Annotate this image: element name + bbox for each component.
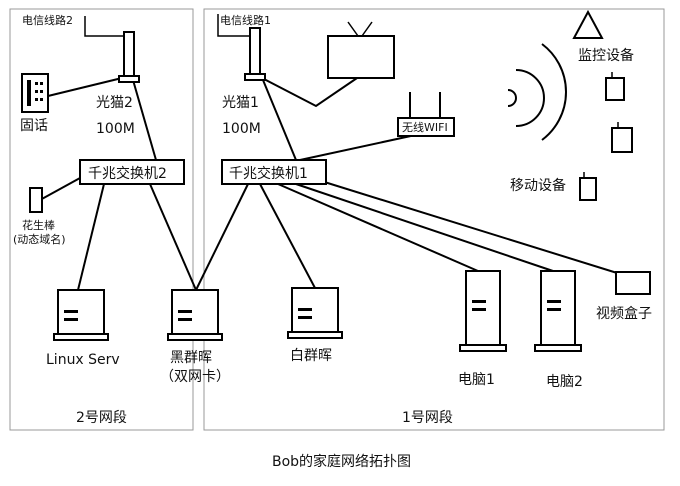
wire-modem2-switch2 <box>132 79 157 161</box>
linux-server-icon <box>53 289 109 341</box>
wire-switch1-black <box>195 183 249 291</box>
phone-icon <box>21 73 49 113</box>
wifi-label: 无线WIFI <box>402 120 448 134</box>
wire-switch2-peanut <box>39 177 81 201</box>
monitor-label: 监控设备 <box>578 47 634 64</box>
zone-2-border <box>9 8 194 431</box>
pc1-label: 电脑1 <box>458 372 495 388</box>
tv-icon <box>327 21 395 79</box>
linux-server-label: Linux Serv <box>46 352 120 368</box>
zone-2-title: 2号网段 <box>76 410 127 426</box>
pc2-label: 电脑2 <box>546 374 583 390</box>
monitor-triangle-icon <box>572 9 604 39</box>
pc2-tower-icon <box>534 270 582 352</box>
wifi-router-icon <box>397 92 455 137</box>
modem2-label: 光猫2 <box>96 95 133 111</box>
white-nas-icon <box>287 287 343 339</box>
telecom-line-1-bracket <box>217 14 256 37</box>
camera-device-1-icon <box>605 72 625 101</box>
wire-switch1-pc2 <box>295 183 554 272</box>
modem1-speed: 100M <box>222 121 261 137</box>
modem1-icon <box>244 27 266 81</box>
black-nas-icon <box>167 289 223 341</box>
phone-label: 固话 <box>20 118 48 134</box>
wire-modem2-phone <box>47 77 123 97</box>
wireless-signal-icon <box>507 43 567 141</box>
white-nas-label: 白群晖 <box>290 348 332 364</box>
telecom-line-1-label: 电信线路1 <box>220 13 271 27</box>
zone-1-border <box>203 8 665 431</box>
wire-switch2-black <box>149 183 197 291</box>
wire-switch1-wifi <box>299 133 421 161</box>
telecom-line-2-bracket <box>84 16 128 37</box>
black-nas-note: （双网卡） <box>160 369 230 385</box>
wire-switch1-white <box>259 183 316 289</box>
wire-switch1-tvbox <box>317 179 631 278</box>
mobile-device-icon <box>579 172 597 201</box>
tvbox-icon <box>615 271 651 295</box>
switch2-label: 千兆交换机2 <box>88 165 167 182</box>
peanut-icon <box>29 187 43 213</box>
mobile-label: 移动设备 <box>510 177 566 194</box>
peanut-note: (动态域名) <box>13 232 66 246</box>
modem1-label: 光猫1 <box>222 95 259 111</box>
modem2-speed: 100M <box>96 121 135 137</box>
zone-1-title: 1号网段 <box>402 410 453 426</box>
switch1-box <box>221 159 327 185</box>
switch1-label: 千兆交换机1 <box>229 165 308 182</box>
tvbox-label: 视频盒子 <box>596 305 652 322</box>
switch2-box <box>79 159 185 185</box>
wire-switch1-pc1 <box>277 183 479 272</box>
modem2-icon <box>118 31 140 83</box>
wire-modem1-tv <box>261 75 361 108</box>
peanut-label: 花生棒 <box>22 218 55 232</box>
telecom-line-2-label: 电信线路2 <box>22 13 73 27</box>
wire-switch2-linux <box>77 183 105 291</box>
black-nas-label: 黑群晖 <box>170 350 212 366</box>
camera-device-2-icon <box>611 122 633 153</box>
wire-modem1-switch1 <box>262 79 297 161</box>
pc1-tower-icon <box>459 270 507 352</box>
diagram-caption: Bob的家庭网络拓扑图 <box>272 453 411 470</box>
